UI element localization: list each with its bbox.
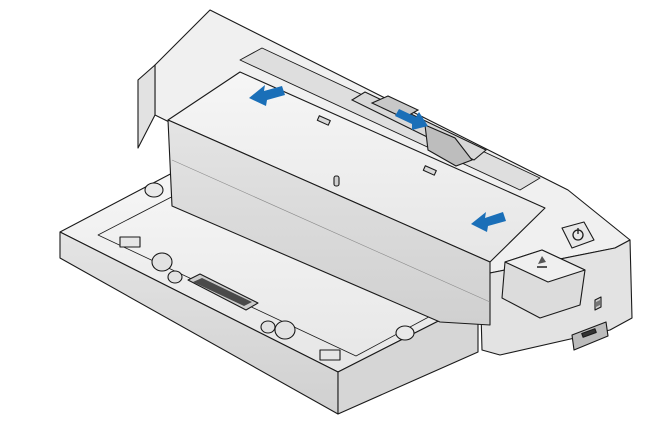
tower-left-face xyxy=(137,64,156,149)
security-lock-slot xyxy=(581,328,597,338)
guide-bump-4 xyxy=(274,320,296,340)
alignment-post-top xyxy=(144,182,164,198)
slot-mark-2 xyxy=(422,165,437,176)
release-slider-knob[interactable] xyxy=(370,95,420,119)
base-features xyxy=(119,182,415,361)
arrow-icon xyxy=(395,109,428,130)
arrow-icon xyxy=(249,85,285,106)
guide-bump-1 xyxy=(151,252,173,272)
slot-mark-1 xyxy=(316,115,331,126)
release-lever[interactable] xyxy=(424,124,473,167)
alignment-post-bottom xyxy=(395,325,415,341)
right-panel-controls xyxy=(501,221,609,351)
cover-front xyxy=(167,119,491,326)
security-lock[interactable] xyxy=(571,321,609,351)
docking-connector-pins xyxy=(193,278,252,306)
guide-bump-2 xyxy=(167,270,183,284)
center-indicator xyxy=(333,175,340,187)
lock-icon xyxy=(596,300,600,307)
guide-bump-3 xyxy=(260,320,276,334)
power-button[interactable] xyxy=(561,221,595,249)
laptop-cover xyxy=(167,71,546,326)
eject-icon xyxy=(538,256,546,264)
arrows xyxy=(249,85,506,232)
eject-icon-bar xyxy=(537,266,547,268)
rubber-foot-left xyxy=(119,236,141,248)
rubber-foot-right xyxy=(319,349,341,361)
arrow-icon xyxy=(471,212,506,232)
cover-crease xyxy=(171,159,491,303)
